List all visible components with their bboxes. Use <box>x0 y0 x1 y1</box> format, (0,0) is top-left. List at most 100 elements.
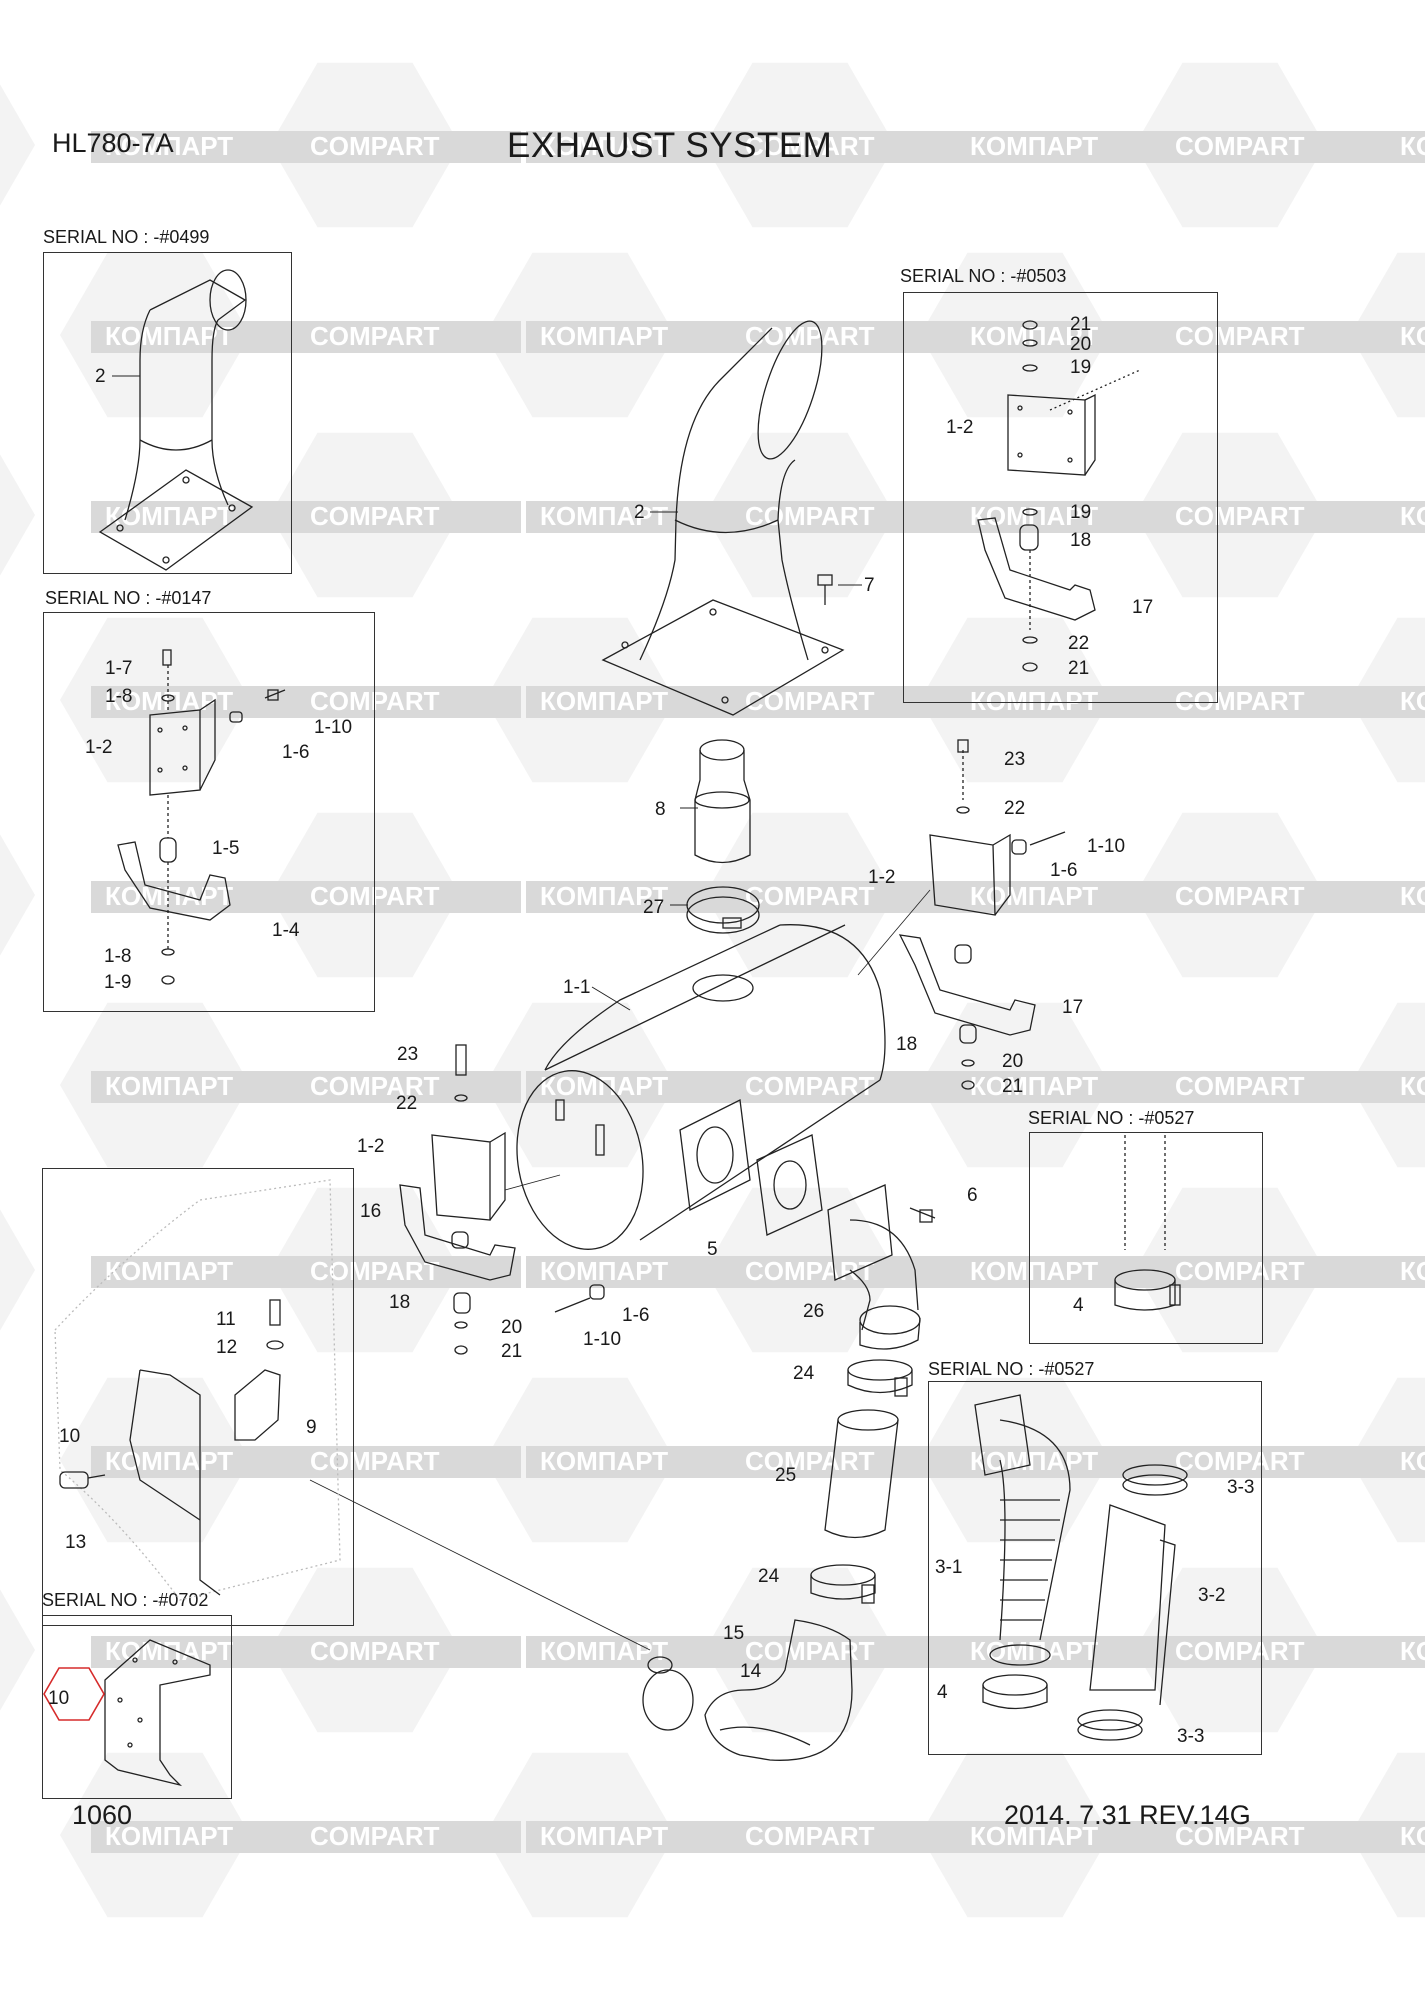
watermark-band <box>91 1256 521 1288</box>
watermark-band <box>526 131 956 163</box>
mount-assembly-0147 <box>117 649 286 985</box>
muffler-part-1-1 <box>516 924 886 1250</box>
callout-2-small: 2 <box>95 366 106 387</box>
serial-box-0702 <box>42 1615 232 1799</box>
callout-18-left: 18 <box>389 1292 411 1313</box>
callout-16: 16 <box>360 1201 382 1222</box>
watermark-text: КОМПАРТ <box>105 1821 233 1851</box>
watermark-text: КОМПАРТ <box>970 1636 1098 1666</box>
watermark-text: КОМПАРТ <box>105 1446 233 1476</box>
watermark-text: КОМПАРТ <box>105 1071 233 1101</box>
clamp-part-4-box <box>1114 1135 1181 1311</box>
watermark-text: КОМПАРТ <box>1400 1071 1425 1101</box>
watermark-text: COMPART <box>745 131 875 161</box>
callout-10-highlighted: 10 <box>48 1688 70 1709</box>
watermark-text: COMPART <box>1175 881 1305 911</box>
callout-23-right: 23 <box>1004 749 1026 770</box>
watermark-text: COMPART <box>1175 1636 1305 1666</box>
watermark-band <box>526 501 956 533</box>
watermark-text: COMPART <box>745 1636 875 1666</box>
callout-17-right: 17 <box>1062 997 1084 1018</box>
elbow-part-14 <box>704 1619 853 1761</box>
callout-1-1: 1-1 <box>563 977 591 998</box>
watermark-hexagon <box>0 834 35 956</box>
serial-label-0503: SERIAL NO : -#0503 <box>900 266 1067 286</box>
watermark-band <box>526 1821 956 1853</box>
watermark-band <box>91 881 521 913</box>
watermark-text: КОМПАРТ <box>540 1446 668 1476</box>
elbow-part-26 <box>827 1184 936 1350</box>
watermark-text: КОМПАРТ <box>970 1446 1098 1476</box>
watermark-text: COMPART <box>1175 501 1305 531</box>
watermark-band <box>1386 131 1425 163</box>
watermark-band <box>526 686 956 718</box>
watermark-text: КОМПАРТ <box>1400 1256 1425 1286</box>
watermark-band <box>956 881 1386 913</box>
watermark-text: COMPART <box>1175 1071 1305 1101</box>
bolt-part-7 <box>817 574 833 605</box>
clamp-part-15 <box>642 1656 694 1731</box>
callout-1-6-left: 1-6 <box>622 1305 650 1326</box>
callout-11: 11 <box>216 1309 236 1330</box>
callout-20-left: 20 <box>501 1317 523 1338</box>
serial-box-0527-clamp <box>1029 1132 1263 1344</box>
callout-4-box: 4 <box>1073 1295 1084 1316</box>
watermark-text: КОМПАРТ <box>540 1821 668 1851</box>
callout-1-6-0147: 1-6 <box>282 742 310 763</box>
stack-pipe-main-part <box>601 320 845 716</box>
watermark-band <box>91 1636 521 1668</box>
watermark-band <box>956 131 1386 163</box>
watermark-band <box>1386 881 1425 913</box>
model-name: HL780-7A <box>52 128 174 158</box>
callout-1-10-left: 1-10 <box>583 1329 622 1350</box>
watermark-text: КОМПАРТ <box>1400 881 1425 911</box>
watermark-band <box>1386 321 1425 353</box>
callout-27: 27 <box>643 897 665 918</box>
watermark-band <box>956 321 1386 353</box>
callout-1-2-0147: 1-2 <box>85 737 113 758</box>
callout-1-10-0147: 1-10 <box>314 717 353 738</box>
clamp-part-24-upper <box>847 1359 913 1397</box>
watermark-band <box>91 1071 521 1103</box>
watermark-text: COMPART <box>1175 131 1305 161</box>
serial-box-0503 <box>903 292 1218 703</box>
watermark-text: КОМПАРТ <box>540 1256 668 1286</box>
callout-24-lower: 24 <box>758 1566 780 1587</box>
watermark-band <box>91 501 521 533</box>
callout-10-detail: 10 <box>59 1426 81 1447</box>
watermark-text: КОМПАРТ <box>1400 1821 1425 1851</box>
watermark-band <box>526 1636 956 1668</box>
clamp-part-24-lower <box>810 1564 876 1604</box>
watermark-text: КОМПАРТ <box>105 1256 233 1286</box>
callout-22-left: 22 <box>396 1093 418 1114</box>
callout-21-left: 21 <box>501 1341 523 1362</box>
leader-line-15 <box>309 1479 651 1651</box>
watermark-band <box>91 1446 521 1478</box>
watermark-band <box>1386 1256 1425 1288</box>
callout-21-0503-bottom: 21 <box>1068 658 1090 679</box>
watermark-band <box>91 686 521 718</box>
watermark-text: COMPART <box>745 686 875 716</box>
watermark-text: COMPART <box>745 321 875 351</box>
watermark-text: КОМПАРТ <box>1400 321 1425 351</box>
watermark-text: КОМПАРТ <box>970 1071 1098 1101</box>
watermark-band <box>956 1821 1386 1853</box>
serial-label-0527-clamp: SERIAL NO : -#0527 <box>1028 1108 1195 1128</box>
clamp-part-27 <box>686 886 760 934</box>
callout-1-6-right: 1-6 <box>1050 860 1078 881</box>
revision-date: 2014. 7.31 REV.14G <box>1004 1800 1251 1830</box>
watermark-text: КОМПАРТ <box>970 1821 1098 1851</box>
watermark-band <box>956 1636 1386 1668</box>
callout-1-8-top: 1-8 <box>105 686 133 707</box>
serial-label-0499: SERIAL NO : -#0499 <box>43 227 210 247</box>
watermark-band <box>526 881 956 913</box>
callout-1-2-right: 1-2 <box>868 867 896 888</box>
watermark-band <box>1386 1071 1425 1103</box>
flex-pipe-assembly <box>974 1394 1188 1741</box>
watermark-text: КОМПАРТ <box>970 686 1098 716</box>
watermark-text: COMPART <box>1175 686 1305 716</box>
watermark-text: КОМПАРТ <box>970 131 1098 161</box>
watermark-band <box>526 1256 956 1288</box>
watermark-band <box>1386 501 1425 533</box>
serial-label-0147: SERIAL NO : -#0147 <box>45 588 212 608</box>
